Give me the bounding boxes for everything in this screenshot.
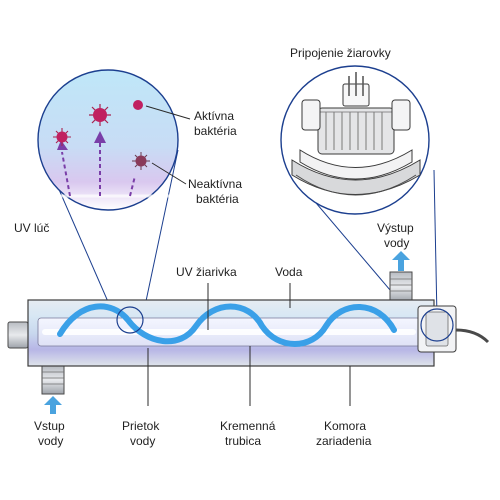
inlet-arrow [44,396,62,414]
label-inactive-bacteria-2: baktéria [196,192,239,206]
label-active-bacteria-2: baktéria [194,124,237,138]
label-water-flow-2: vody [130,434,155,448]
zoom-spot-bacteria [116,306,144,334]
zoom-bacteria-circle [37,69,179,321]
label-quartz-tube-2: trubica [225,434,261,448]
inlet-pipe [41,365,65,395]
power-cable [455,328,490,344]
outlet-pipe [389,271,413,303]
zoom-spot-connector [420,308,454,342]
water-flow-spiral [57,303,397,347]
zoom-connector-circle [280,65,438,319]
label-quartz-tube-1: Kremenná [220,419,276,433]
uv-lamp [42,329,416,335]
label-active-bacteria-1: Aktívna [194,109,234,123]
label-device-chamber-2: zariadenia [316,434,372,448]
uv-unit [7,271,490,395]
label-water-outlet-1: Výstup [377,221,414,235]
outlet-arrow [392,251,410,271]
inactive-bacterium [132,152,150,170]
label-water-flow-1: Prietok [122,419,160,433]
label-water-inlet-2: vody [38,434,63,448]
label-water-inlet-1: Vstup [34,419,65,433]
zoom-line-right [141,149,179,321]
leader-lines [145,105,351,406]
uv-ray-arrows [61,143,136,197]
left-end-cap [7,321,29,349]
bulb-connector-drawing [291,72,421,196]
active-bacterium [89,104,111,126]
label-uv-ray: UV lúč [14,221,49,235]
label-bulb-connection: Pripojenie žiarovky [290,46,391,60]
label-device-chamber-1: Komora [324,419,366,433]
active-bacterium-small [133,100,143,110]
label-water: Voda [275,265,303,279]
label-inactive-bacteria-1: Neaktívna [188,177,242,191]
label-water-outlet-2: vody [384,236,409,250]
label-uv-lamp: UV žiarivka [176,265,237,279]
active-bacterium-left [53,128,71,146]
zoom-line-connector-right [433,169,438,319]
